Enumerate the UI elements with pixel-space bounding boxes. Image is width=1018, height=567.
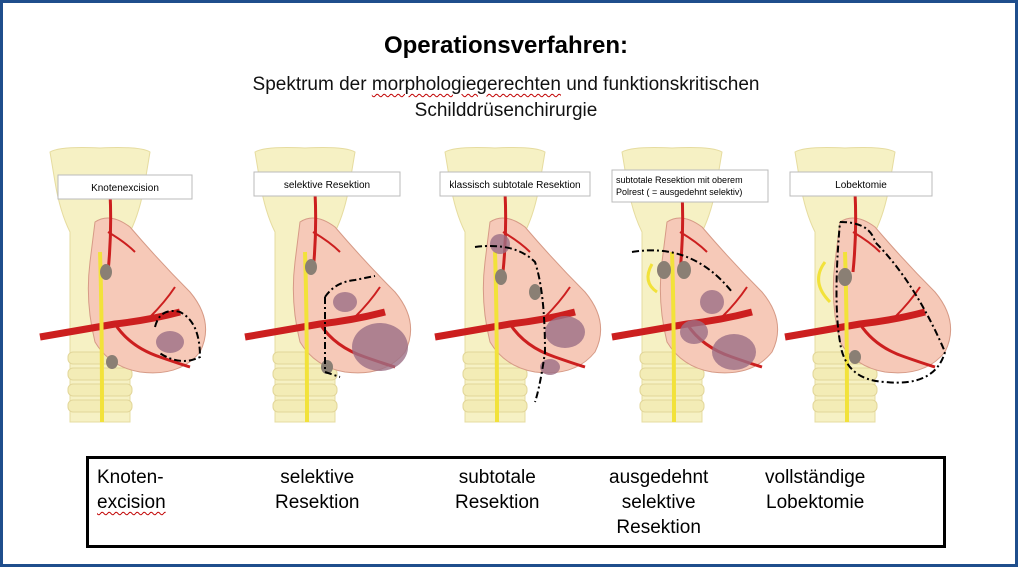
panel-2-label: selektive Resektion — [284, 180, 370, 191]
procedure-ausgedehnt-selektive-resektion: ausgedehnt selektive Resektion — [609, 465, 708, 540]
procedure-knotenexcision: Knoten- excision — [97, 465, 166, 515]
procedure-5-line1: vollständige — [765, 465, 865, 490]
procedure-2-line2: Resektion — [275, 490, 360, 515]
procedure-3-line2: Resektion — [455, 490, 540, 515]
procedure-subtotale-resektion: subtotale Resektion — [455, 465, 540, 515]
procedure-1-line2: excision — [97, 490, 166, 515]
panel-5-label: Lobektomie — [835, 180, 887, 191]
panel-1-label: Knotenexcision — [91, 183, 159, 194]
procedure-names-box: Knoten- excision selektive Resektion sub… — [86, 456, 946, 548]
procedure-3-line1: subtotale — [455, 465, 540, 490]
panel-4-label-line2: Polrest ( = ausgedehnt selektiv) — [616, 187, 742, 197]
procedure-1-line1: Knoten- — [97, 465, 166, 490]
procedure-4-line3: Resektion — [609, 515, 708, 540]
panel-4-label-line1: subtotale Resektion mit oberem — [616, 175, 743, 185]
procedure-5-line2: Lobektomie — [765, 490, 865, 515]
procedure-4-line1: ausgedehnt — [609, 465, 708, 490]
procedure-selektive-resektion: selektive Resektion — [275, 465, 360, 515]
panel-3-label: klassisch subtotale Resektion — [449, 180, 580, 191]
procedure-vollstaendige-lobektomie: vollständige Lobektomie — [765, 465, 865, 515]
thyroid-diagrams: Knotenexcision selektive Resektion klass… — [0, 0, 1012, 450]
procedure-4-line2: selektive — [609, 490, 708, 515]
procedure-2-line1: selektive — [275, 465, 360, 490]
